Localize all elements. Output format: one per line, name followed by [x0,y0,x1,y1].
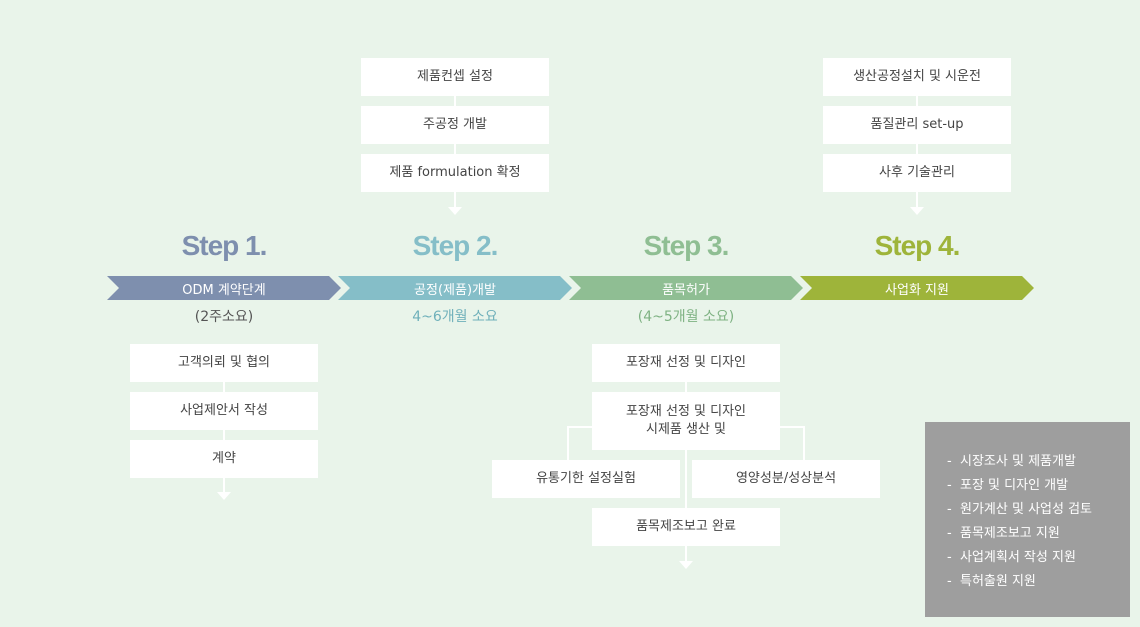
step1-duration: (2주소요) [194,309,254,325]
step2-banner: 공정(제품)개발 [338,276,572,300]
support-item-label: 시장조사 및 제품개발 [960,454,1076,469]
support-item: -품목제조보고 지원 [947,526,1060,541]
step3-branch-left [567,426,569,462]
step3-box-prototype-line1: 포장재 선정 및 디자인 [625,404,747,419]
support-item-label: 원가계산 및 사업성 검토 [960,502,1092,517]
step3-box-nutrition: 영양성분/성상분석 [692,460,880,498]
step1-banner-label: ODM 계약단계 [182,282,266,298]
step1-box-contract: 계약 [130,440,318,478]
step3-title: Step 3. [643,230,730,261]
support-item-label: 사업계획서 작성 지원 [960,550,1076,565]
step2-box-concept: 제품컨셉 설정 [361,58,549,96]
support-item: -시장조사 및 제품개발 [947,454,1076,469]
step4-box-qc: 품질관리 set-up [823,106,1011,144]
step3-arrow-down-icon [679,561,693,569]
support-item-label: 포장 및 디자인 개발 [960,478,1069,493]
step4-banner-label: 사업화 지원 [885,282,949,298]
step1-arrow-down-icon [217,492,231,500]
step4-box-install: 생산공정설치 및 시운전 [823,58,1011,96]
step2-arrow-down-icon [448,207,462,215]
business-support-panel: -시장조사 및 제품개발 -포장 및 디자인 개발 -원가계산 및 사업성 검토… [925,422,1130,617]
step3-banner-label: 품목허가 [662,282,710,298]
step4-arrow-down-icon [910,207,924,215]
step4-box-aftercare: 사후 기술관리 [823,154,1011,192]
support-item: -원가계산 및 사업성 검토 [947,502,1092,517]
support-item: -특허출원 지원 [947,574,1036,589]
step3-duration: (4~5개월 소요) [637,309,735,325]
step3-box-packaging: 포장재 선정 및 디자인 [592,344,780,382]
support-item-label: 특허출원 지원 [960,574,1036,589]
step2-banner-label: 공정(제품)개발 [414,282,496,298]
support-item: -포장 및 디자인 개발 [947,478,1069,493]
support-item: -사업계획서 작성 지원 [947,550,1076,565]
step2-box-formulation: 제품 formulation 확정 [361,154,549,192]
step3-connector-main [685,362,687,562]
step1-box-consult: 고객의뢰 및 협의 [130,344,318,382]
step3-banner: 품목허가 [569,276,803,300]
step1-box-proposal: 사업제안서 작성 [130,392,318,430]
step4-title: Step 4. [874,230,961,261]
step2-box-process: 주공정 개발 [361,106,549,144]
step3-box-prototype-line2: 시제품 생산 및 [645,422,727,437]
support-list: -시장조사 및 제품개발 -포장 및 디자인 개발 -원가계산 및 사업성 검토… [947,450,1130,594]
step3-box-prototype: 포장재 선정 및 디자인 시제품 생산 및 [592,392,780,450]
step2-title: Step 2. [412,230,499,261]
step3-box-report: 품목제조보고 완료 [592,508,780,546]
support-item-label: 품목제조보고 지원 [960,526,1060,541]
step3-branch-right [803,426,805,462]
step2-duration: 4~6개월 소요 [412,309,498,325]
step1-title: Step 1. [181,230,268,261]
step4-banner: 사업화 지원 [800,276,1034,300]
step3-box-shelflife: 유통기한 설정실험 [492,460,680,498]
step1-banner: ODM 계약단계 [107,276,341,300]
